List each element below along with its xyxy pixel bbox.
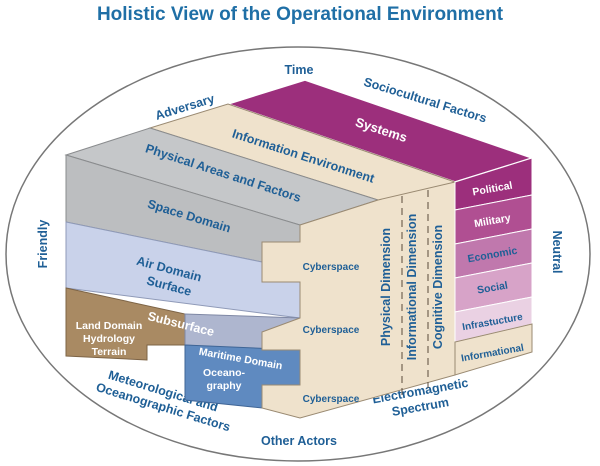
- cyberspace-label-air: Cyberspace: [303, 325, 360, 336]
- cyberspace-label-sea: Cyberspace: [303, 394, 360, 405]
- information-environment-front: [261, 181, 456, 419]
- maritime-domain-label-line2: Oceano-: [203, 367, 246, 379]
- informational-dimension-label: Informational Dimension: [405, 214, 419, 361]
- land-domain-label-line2: Hydrology: [83, 333, 135, 345]
- maritime-domain-label-line3: graphy: [206, 380, 241, 392]
- page-title: Holistic View of the Operational Environ…: [97, 4, 504, 25]
- label-neutral: Neutral: [550, 230, 564, 273]
- label-friendly: Friendly: [36, 220, 50, 269]
- label-time: Time: [285, 63, 314, 77]
- cyberspace-label-space: Cyberspace: [303, 262, 360, 273]
- physical-dimension-label: Physical Dimension: [379, 228, 393, 346]
- cognitive-dimension-label: Cognitive Dimension: [431, 225, 445, 349]
- land-domain-label-line1: Land Domain: [76, 320, 143, 332]
- systems-band-social-label: Social: [476, 279, 509, 296]
- environment-ellipse: [5, 46, 591, 462]
- systems-band-informational: [454, 323, 533, 376]
- label-other-actors: Other Actors: [261, 434, 337, 448]
- land-domain-label-line3: Terrain: [92, 346, 127, 358]
